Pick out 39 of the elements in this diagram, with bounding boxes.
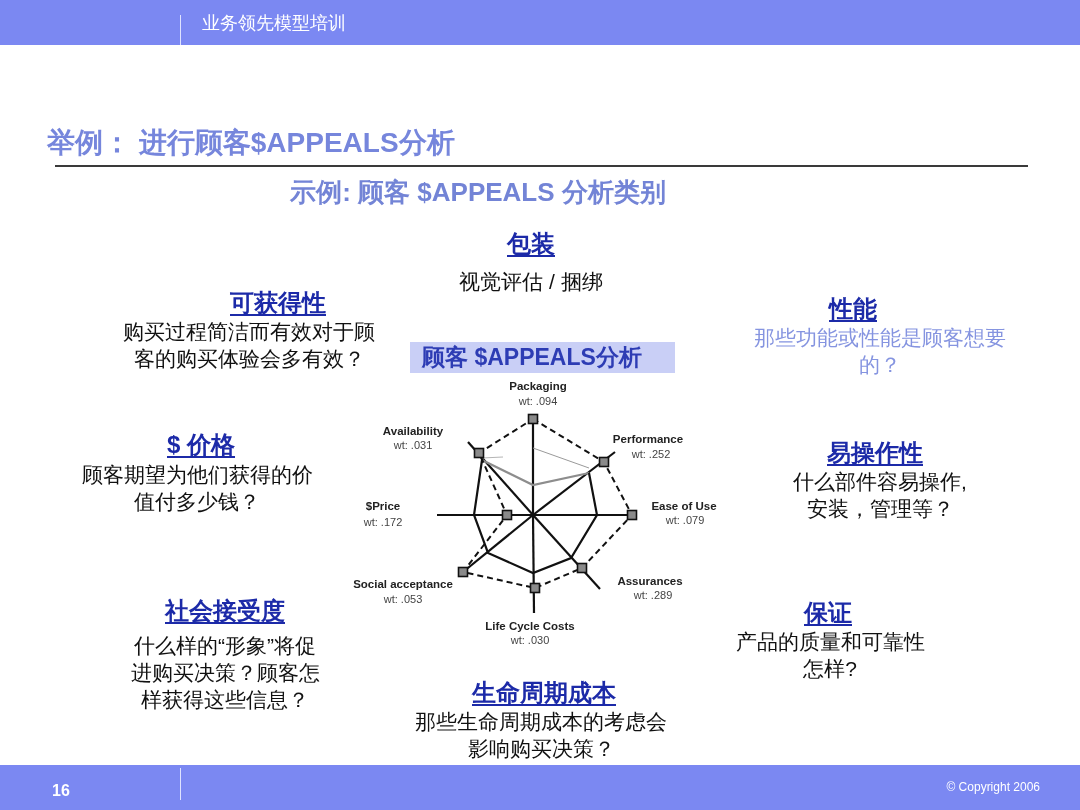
category-heading: 易操作性 (827, 438, 923, 468)
axis-label: Availability (382, 424, 444, 438)
weight-label: wt: .030 (510, 633, 550, 647)
category-heading: 性能 (829, 294, 877, 324)
copyright-notice: © Copyright 2006 (946, 780, 1040, 795)
category-heading: 社会接受度 (165, 596, 285, 626)
axis-label: Packaging (509, 379, 567, 393)
slide-title: 举例： 进行顾客$APPEALS分析 (47, 126, 455, 160)
category-description: 顾客期望为他们获得的价值付多少钱？ (80, 462, 314, 515)
page-number: 16 (52, 781, 70, 801)
weight-label: wt: .094 (518, 394, 558, 408)
axis-label: Social acceptance (353, 577, 453, 591)
axis-label: Life Cycle Costs (485, 619, 575, 633)
weight-label: wt: .053 (383, 592, 423, 606)
band-title: 顾客 $APPEALS分析 (422, 343, 642, 372)
category-description: 什么部件容易操作,安装，管理等？ (792, 469, 968, 522)
weight-label: wt: .031 (393, 438, 433, 452)
axis-label: $Price (365, 499, 401, 513)
category-heading: $ 价格 (167, 430, 235, 460)
weight-label: wt: .289 (633, 588, 673, 602)
axis-label: Performance (612, 432, 684, 446)
category-description: 视觉评估 / 捆绑 (459, 269, 603, 295)
header-title: 业务领先模型培训 (202, 12, 346, 34)
axis-label: Assurances (617, 574, 683, 588)
category-heading: 保证 (804, 598, 852, 628)
category-description: 那些生命周期成本的考虑会影响购买决策？ (414, 709, 668, 762)
category-description: 那些功能或性能是顾客想要的？ (753, 325, 1007, 378)
category-heading: 可获得性 (230, 288, 326, 318)
category-description: 什么样的“形象”将促进购买决策？顾客怎样获得这些信息？ (129, 633, 321, 713)
weight-label: wt: .252 (631, 447, 671, 461)
category-description: 购买过程简洁而有效对于顾客的购买体验会多有效？ (122, 319, 376, 372)
axis-label: Ease of Use (651, 499, 717, 513)
category-heading: 包装 (507, 229, 555, 259)
weight-label: wt: .172 (363, 515, 403, 529)
category-description: 产品的质量和可靠性怎样? (734, 629, 926, 682)
category-heading: 生命周期成本 (472, 678, 616, 708)
highlight-band (410, 342, 675, 373)
slide-subtitle: 示例: 顾客 $APPEALS 分析类别 (290, 176, 666, 208)
weight-label: wt: .079 (665, 513, 705, 527)
